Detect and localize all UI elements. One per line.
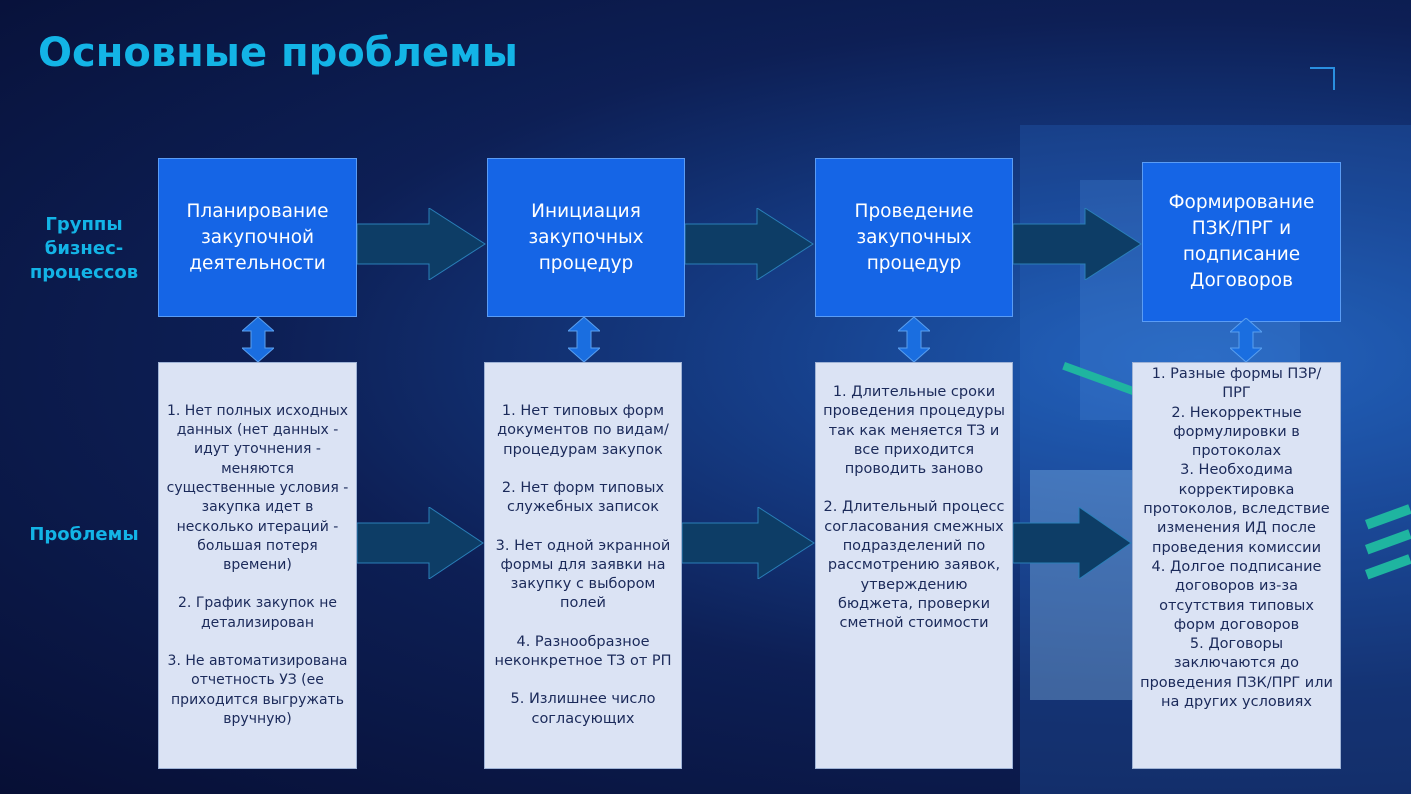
double-arrow-icon <box>242 317 274 362</box>
double-arrow-icon <box>568 317 600 362</box>
problem-item: 2. Нет форм типовых служебных записок <box>501 479 665 516</box>
problem-item: 3. Не автоматизирована отчетность УЗ (ее… <box>167 653 348 727</box>
page-title: Основные проблемы <box>38 30 518 76</box>
problem-item: 1. Нет полных исходных данных (нет данны… <box>166 402 349 574</box>
process-planning: Планирование закупочной деятельности <box>158 158 357 317</box>
problem-item: 1. Нет типовых форм документов по видам/… <box>497 403 669 458</box>
problem-item: 2. График закупок не детализирован <box>178 595 337 631</box>
row-label-problems: Проблемы <box>29 524 139 545</box>
arrow-right-icon <box>357 208 486 280</box>
process-initiation: Инициация закупочных процедур <box>487 158 685 317</box>
arrow-right-icon <box>1013 208 1142 280</box>
row-label-groups: Группы бизнес-процессов <box>29 214 139 283</box>
arrow-right-icon <box>357 507 484 579</box>
problem-item: 1. Длительные сроки проведения процедуры… <box>823 384 1005 478</box>
arrow-right-icon <box>1013 507 1132 579</box>
problem-item: 2. Длительный процесс согласования смежн… <box>823 499 1005 632</box>
problems-conduct: 1. Длительные сроки проведения процедуры… <box>815 362 1013 769</box>
problems-contracts: 1. Разные формы ПЗР/ПРГ 2. Некорректные … <box>1132 362 1341 769</box>
problem-item: 4. Разнообразное неконкретное ТЗ от РП <box>494 633 672 670</box>
double-arrow-icon <box>898 317 930 362</box>
arrow-right-icon <box>685 208 814 280</box>
problem-item: 4. Долгое подписание договоров из-за отс… <box>1151 558 1322 633</box>
problem-item: 5. Договоры заключаются до проведения ПЗ… <box>1140 636 1333 711</box>
arrow-right-icon <box>682 507 815 579</box>
process-conduct: Проведение закупочных процедур <box>815 158 1013 317</box>
problem-item: 3. Нет одной экранной формы для заявки н… <box>495 537 671 612</box>
problem-item: 3. Необходима корректировка протоколов, … <box>1143 462 1330 556</box>
problem-item: 5. Излишнее число согласующих <box>510 691 656 727</box>
problem-item: 2. Некорректные формулировки в протокола… <box>1171 404 1302 460</box>
problem-item: 1. Разные формы ПЗР/ПРГ <box>1151 366 1322 402</box>
double-arrow-icon <box>1230 318 1262 362</box>
problems-initiation: 1. Нет типовых форм документов по видам/… <box>484 362 682 769</box>
problems-planning: 1. Нет полных исходных данных (нет данны… <box>158 362 357 769</box>
process-contracts: Формирование ПЗК/ПРГ и подписание Догово… <box>1142 162 1341 322</box>
